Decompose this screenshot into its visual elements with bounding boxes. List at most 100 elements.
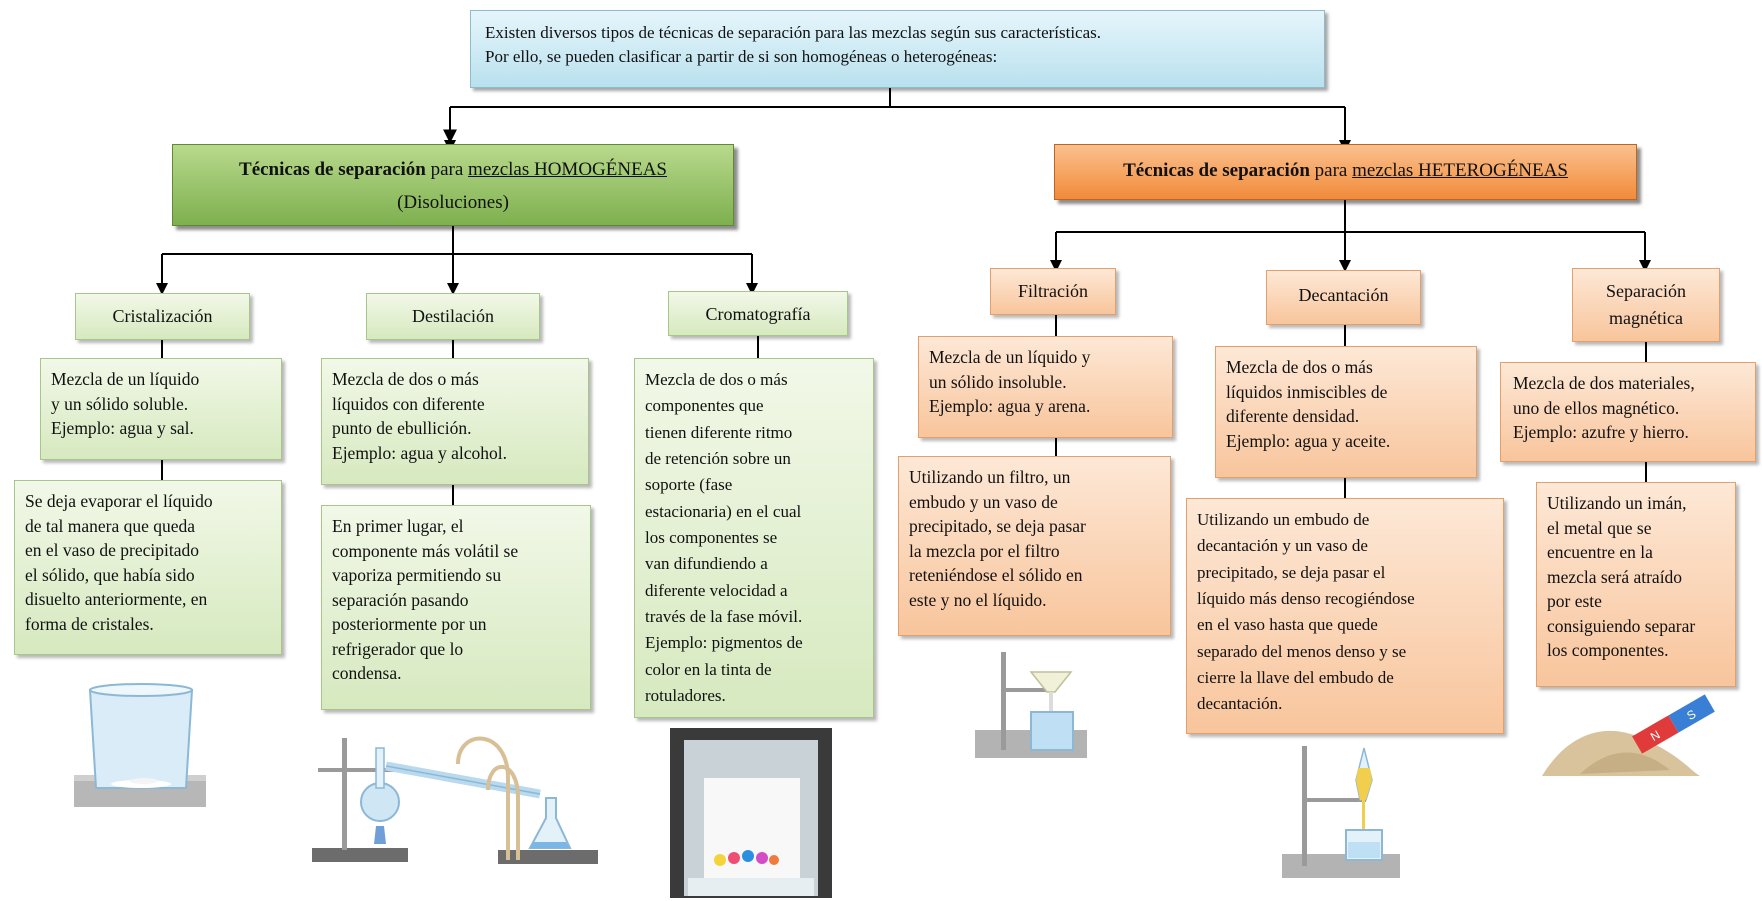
text-line: Ejemplo: agua y sal. <box>51 418 194 438</box>
text-line: líquido más denso recogiéndose <box>1197 589 1415 609</box>
text-line: Utilizando un filtro, un <box>909 467 1071 487</box>
text-line: precipitado, se deja pasar <box>909 516 1086 536</box>
text-line: Ejemplo: agua y alcohol. <box>332 442 507 463</box>
text-line: Mezcla de un líquido y <box>929 347 1091 367</box>
text-line: de retención sobre un <box>645 449 791 469</box>
text-line: decantación. <box>1197 694 1283 714</box>
text-line: este y no el líquido. <box>909 589 1047 610</box>
text-line: el metal que se <box>1547 517 1652 538</box>
heterogeneous-title-para: para <box>1309 160 1353 181</box>
text-line: en el vaso de precipitado <box>25 540 199 560</box>
destilacion-procedure: En primer lugar, el componente más volát… <box>321 505 591 710</box>
text-line: en el vaso hasta que quede <box>1197 615 1378 635</box>
cristalizacion-procedure: Se deja evaporar el líquido de tal maner… <box>14 480 282 655</box>
text-line: embudo y un vaso de <box>909 491 1058 512</box>
decantacion-label: Decantación <box>1266 270 1421 325</box>
heterogeneous-header: Técnicas de separación para mezclas HETE… <box>1054 144 1637 200</box>
intro-box: Existen diversos tipos de técnicas de se… <box>470 10 1325 88</box>
text-line: punto de ebullición. <box>332 418 472 438</box>
destilacion-description: Mezcla de dos o más líquidos con diferen… <box>321 358 589 485</box>
text-line: decantación y un vaso de <box>1197 536 1368 556</box>
cristalizacion-label: Cristalización <box>75 293 250 340</box>
text-line: rotuladores. <box>645 686 726 706</box>
text-line: separación pasando <box>332 589 469 610</box>
text-line: disuelto anteriormente, en <box>25 589 208 609</box>
label-line: Separación <box>1606 281 1686 301</box>
text-line: refrigerador que lo <box>332 638 464 659</box>
filtracion-procedure: Utilizando un filtro, un embudo y un vas… <box>898 456 1171 636</box>
text-line: través de la fase móvil. <box>645 607 803 627</box>
homogeneous-title-link: mezclas HOMOGÉNEAS <box>468 159 667 180</box>
text-line: Mezcla de dos o más <box>1226 357 1373 377</box>
separacion-magnetica-procedure: Utilizando un imán, el metal que se encu… <box>1536 482 1736 687</box>
text-line: precipitado, se deja pasar el <box>1197 562 1386 582</box>
text-line: Ejemplo: azufre y hierro. <box>1513 422 1689 442</box>
text-line: Mezcla de un líquido <box>51 369 200 389</box>
text-line: Ejemplo: pigmentos de <box>645 633 803 653</box>
text-line: la mezcla por el filtro <box>909 540 1060 561</box>
text-line: Mezcla de dos o más <box>332 369 479 389</box>
text-line: color en la tinta de <box>645 659 772 679</box>
text-line: líquidos inmiscibles de <box>1226 381 1388 402</box>
homogeneous-title-bold: Técnicas de separación <box>239 159 426 180</box>
decantation-illustration <box>1282 746 1400 878</box>
distillation-apparatus-illustration <box>312 736 598 864</box>
chromatography-beaker-illustration <box>670 728 832 898</box>
text-line: Utilizando un embudo de <box>1197 510 1370 529</box>
text-line: Ejemplo: agua y arena. <box>929 396 1091 416</box>
text-line: van difundiendo a <box>645 554 768 574</box>
intro-line-2: Por ello, se pueden clasificar a partir … <box>485 46 998 66</box>
text-line: Utilizando un imán, <box>1547 493 1687 513</box>
cristalizacion-description: Mezcla de un líquido y un sólido soluble… <box>40 358 282 460</box>
crystallization-beaker-illustration <box>74 683 206 807</box>
text-line: componente más volátil se <box>332 540 519 561</box>
text-line: diferente densidad. <box>1226 406 1360 426</box>
text-line: por este <box>1547 591 1602 611</box>
text-line: estacionaria) en el cual <box>645 501 802 521</box>
homogeneous-header: Técnicas de separación para mezclas HOMO… <box>172 144 734 226</box>
decantacion-description: Mezcla de dos o más líquidos inmiscibles… <box>1215 346 1477 478</box>
filtracion-label: Filtración <box>990 268 1116 315</box>
text-line: líquidos con diferente <box>332 393 485 414</box>
text-line: vaporiza permitiendo su <box>332 565 502 585</box>
text-line: posteriormente por un <box>332 614 487 634</box>
destilacion-label: Destilación <box>366 293 540 340</box>
homogeneous-subtitle: (Disoluciones) <box>397 191 509 213</box>
text-line: de tal manera que queda <box>25 515 196 536</box>
text-line: un sólido insoluble. <box>929 371 1067 392</box>
text-line: consiguiendo separar <box>1547 615 1696 636</box>
separacion-magnetica-label: Separación magnética <box>1572 268 1720 342</box>
homogeneous-title-para: para <box>425 159 469 180</box>
text-line: cierre la llave del embudo de <box>1197 668 1394 688</box>
text-line: mezcla será atraído <box>1547 566 1683 587</box>
text-line: componentes que <box>645 396 764 416</box>
text-line: Se deja evaporar el líquido <box>25 491 213 511</box>
text-line: encuentre en la <box>1547 542 1653 562</box>
text-line: Ejemplo: agua y aceite. <box>1226 430 1391 451</box>
filtration-illustration <box>975 652 1087 758</box>
text-line: uno de ellos magnético. <box>1513 397 1680 418</box>
text-line: Mezcla de dos o más <box>645 370 788 389</box>
text-line: el sólido, que había sido <box>25 564 195 585</box>
intro-line-1: Existen diversos tipos de técnicas de se… <box>485 23 1102 42</box>
filtracion-description: Mezcla de un líquido y un sólido insolub… <box>918 336 1173 438</box>
text-line: separado del menos denso y se <box>1197 641 1407 661</box>
text-line: reteniéndose el sólido en <box>909 565 1083 585</box>
label-line: magnética <box>1609 308 1683 328</box>
cromatografia-label: Cromatografía <box>668 291 848 336</box>
text-line: condensa. <box>332 663 402 683</box>
text-line: los componentes. <box>1547 640 1669 660</box>
text-line: En primer lugar, el <box>332 516 464 536</box>
text-line: los componentes se <box>645 528 778 548</box>
separacion-magnetica-description: Mezcla de dos materiales, uno de ellos m… <box>1500 362 1756 462</box>
cromatografia-description: Mezcla de dos o más componentes que tien… <box>634 358 874 718</box>
heterogeneous-title-link: mezclas HETEROGÉNEAS <box>1352 160 1568 181</box>
text-line: tienen diferente ritmo <box>645 422 793 442</box>
magnetic-separation-illustration: N S <box>1542 694 1715 776</box>
text-line: forma de cristales. <box>25 613 154 634</box>
text-line: diferente velocidad a <box>645 580 788 600</box>
text-line: Mezcla de dos materiales, <box>1513 373 1695 393</box>
decantacion-procedure: Utilizando un embudo de decantación y un… <box>1186 498 1504 734</box>
text-line: soporte (fase <box>645 475 733 495</box>
